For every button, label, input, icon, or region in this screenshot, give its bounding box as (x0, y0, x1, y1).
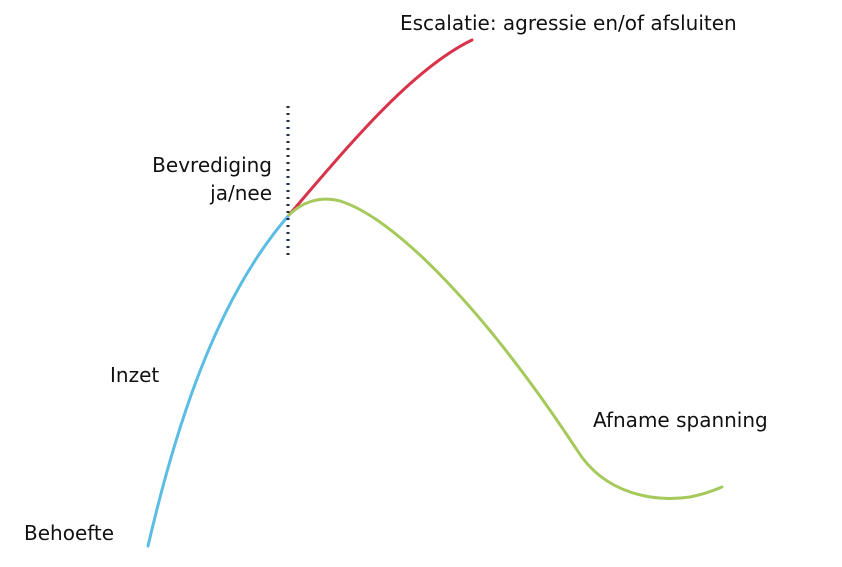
label-bevrediging: Bevrediging (152, 153, 272, 177)
label-escalatie: Escalatie: agressie en/of afsluiten (400, 11, 737, 35)
rise-curve (146, 213, 291, 548)
label-inzet: Inzet (110, 363, 159, 387)
label-afname-spanning: Afname spanning (593, 408, 768, 432)
label-ja-nee: ja/nee (209, 181, 272, 205)
escalation-curve (287, 38, 474, 217)
decline-curve (287, 197, 724, 500)
label-behoefte: Behoefte (24, 521, 114, 545)
